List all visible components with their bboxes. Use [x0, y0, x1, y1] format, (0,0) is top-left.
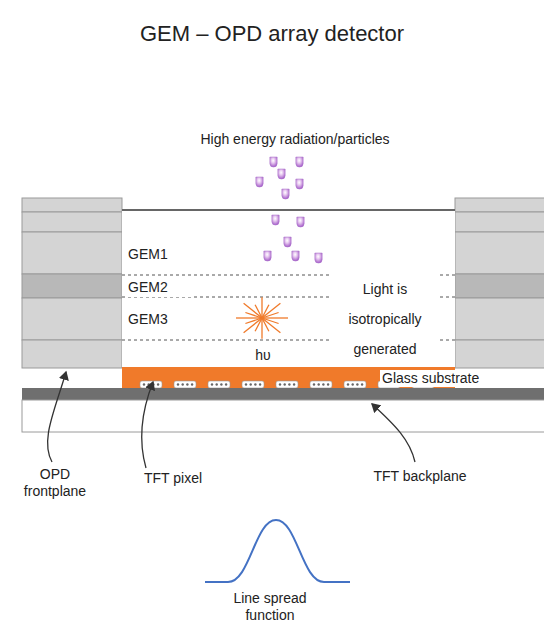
light-ray [244, 303, 262, 318]
light-ray [261, 318, 262, 339]
pixel-dot [352, 383, 354, 385]
pixel-dot [361, 383, 363, 385]
top-window [122, 209, 455, 211]
pixel-dot [245, 383, 247, 385]
radiation-label: High energy radiation/particles [190, 131, 400, 148]
pixel-pad [242, 381, 264, 388]
leader-lines [48, 372, 415, 468]
pixel-label: TFT pixel [128, 470, 218, 487]
pixel-dot [279, 383, 281, 385]
light-ray [262, 318, 280, 333]
pixel-dot [313, 383, 315, 385]
pixel-dot [186, 383, 188, 385]
particles [256, 157, 322, 263]
left-frame [22, 198, 122, 368]
pixel-dot [220, 383, 222, 385]
photon-symbol: hυ [248, 347, 278, 364]
pixel-pad [276, 381, 298, 388]
opd-label: OPD frontplane [10, 466, 100, 500]
gem-label: GEM2 [125, 278, 193, 297]
pixel-dot [356, 383, 358, 385]
light-ray [244, 318, 262, 333]
pixel-dot [347, 383, 349, 385]
pixel-dot [191, 383, 193, 385]
pixel-dot [250, 383, 252, 385]
pixel-dot [143, 383, 145, 385]
gem-label: GEM1 [125, 244, 193, 265]
right-frame [455, 198, 544, 368]
light-ray [255, 305, 262, 318]
lsf-label: Line spread function [225, 590, 315, 624]
pixel-dot [211, 383, 213, 385]
light-burst [236, 297, 288, 339]
pixel-dot [225, 383, 227, 385]
light-ray [262, 317, 288, 318]
glass-label: Glass substrate [380, 370, 542, 387]
light-ray [262, 313, 279, 319]
light-ray [236, 317, 262, 318]
pixel-dot [288, 383, 290, 385]
pixel-dot [284, 383, 286, 385]
pixel-dot [182, 383, 184, 385]
pixel-pad [208, 381, 230, 388]
light-ray [261, 297, 262, 318]
backplane-label: TFT backplane [360, 468, 480, 485]
pixel-dot [293, 383, 295, 385]
light-ray [262, 303, 280, 318]
pixel-dot [157, 383, 159, 385]
pixel-dot [177, 383, 179, 385]
gaussian-curve [205, 520, 350, 582]
light-note: Light is isotropically generated [330, 274, 440, 364]
pixel-pad [174, 381, 196, 388]
pixel-pad [310, 381, 332, 388]
pixel-dot [322, 383, 324, 385]
pixel-dot [327, 383, 329, 385]
glass-substrate [22, 400, 544, 432]
pixel-dot [259, 383, 261, 385]
pixel-dot [318, 383, 320, 385]
title: GEM – OPD array detector [137, 20, 407, 48]
gas-chamber [122, 210, 455, 368]
light-ray [245, 318, 262, 324]
tft-backplane [22, 388, 544, 400]
pixel-dot [216, 383, 218, 385]
light-ray [262, 318, 269, 331]
pixel-dot [148, 383, 150, 385]
gem-label: GEM3 [125, 310, 193, 329]
pixel-dot [254, 383, 256, 385]
pixel-pad [344, 381, 366, 388]
